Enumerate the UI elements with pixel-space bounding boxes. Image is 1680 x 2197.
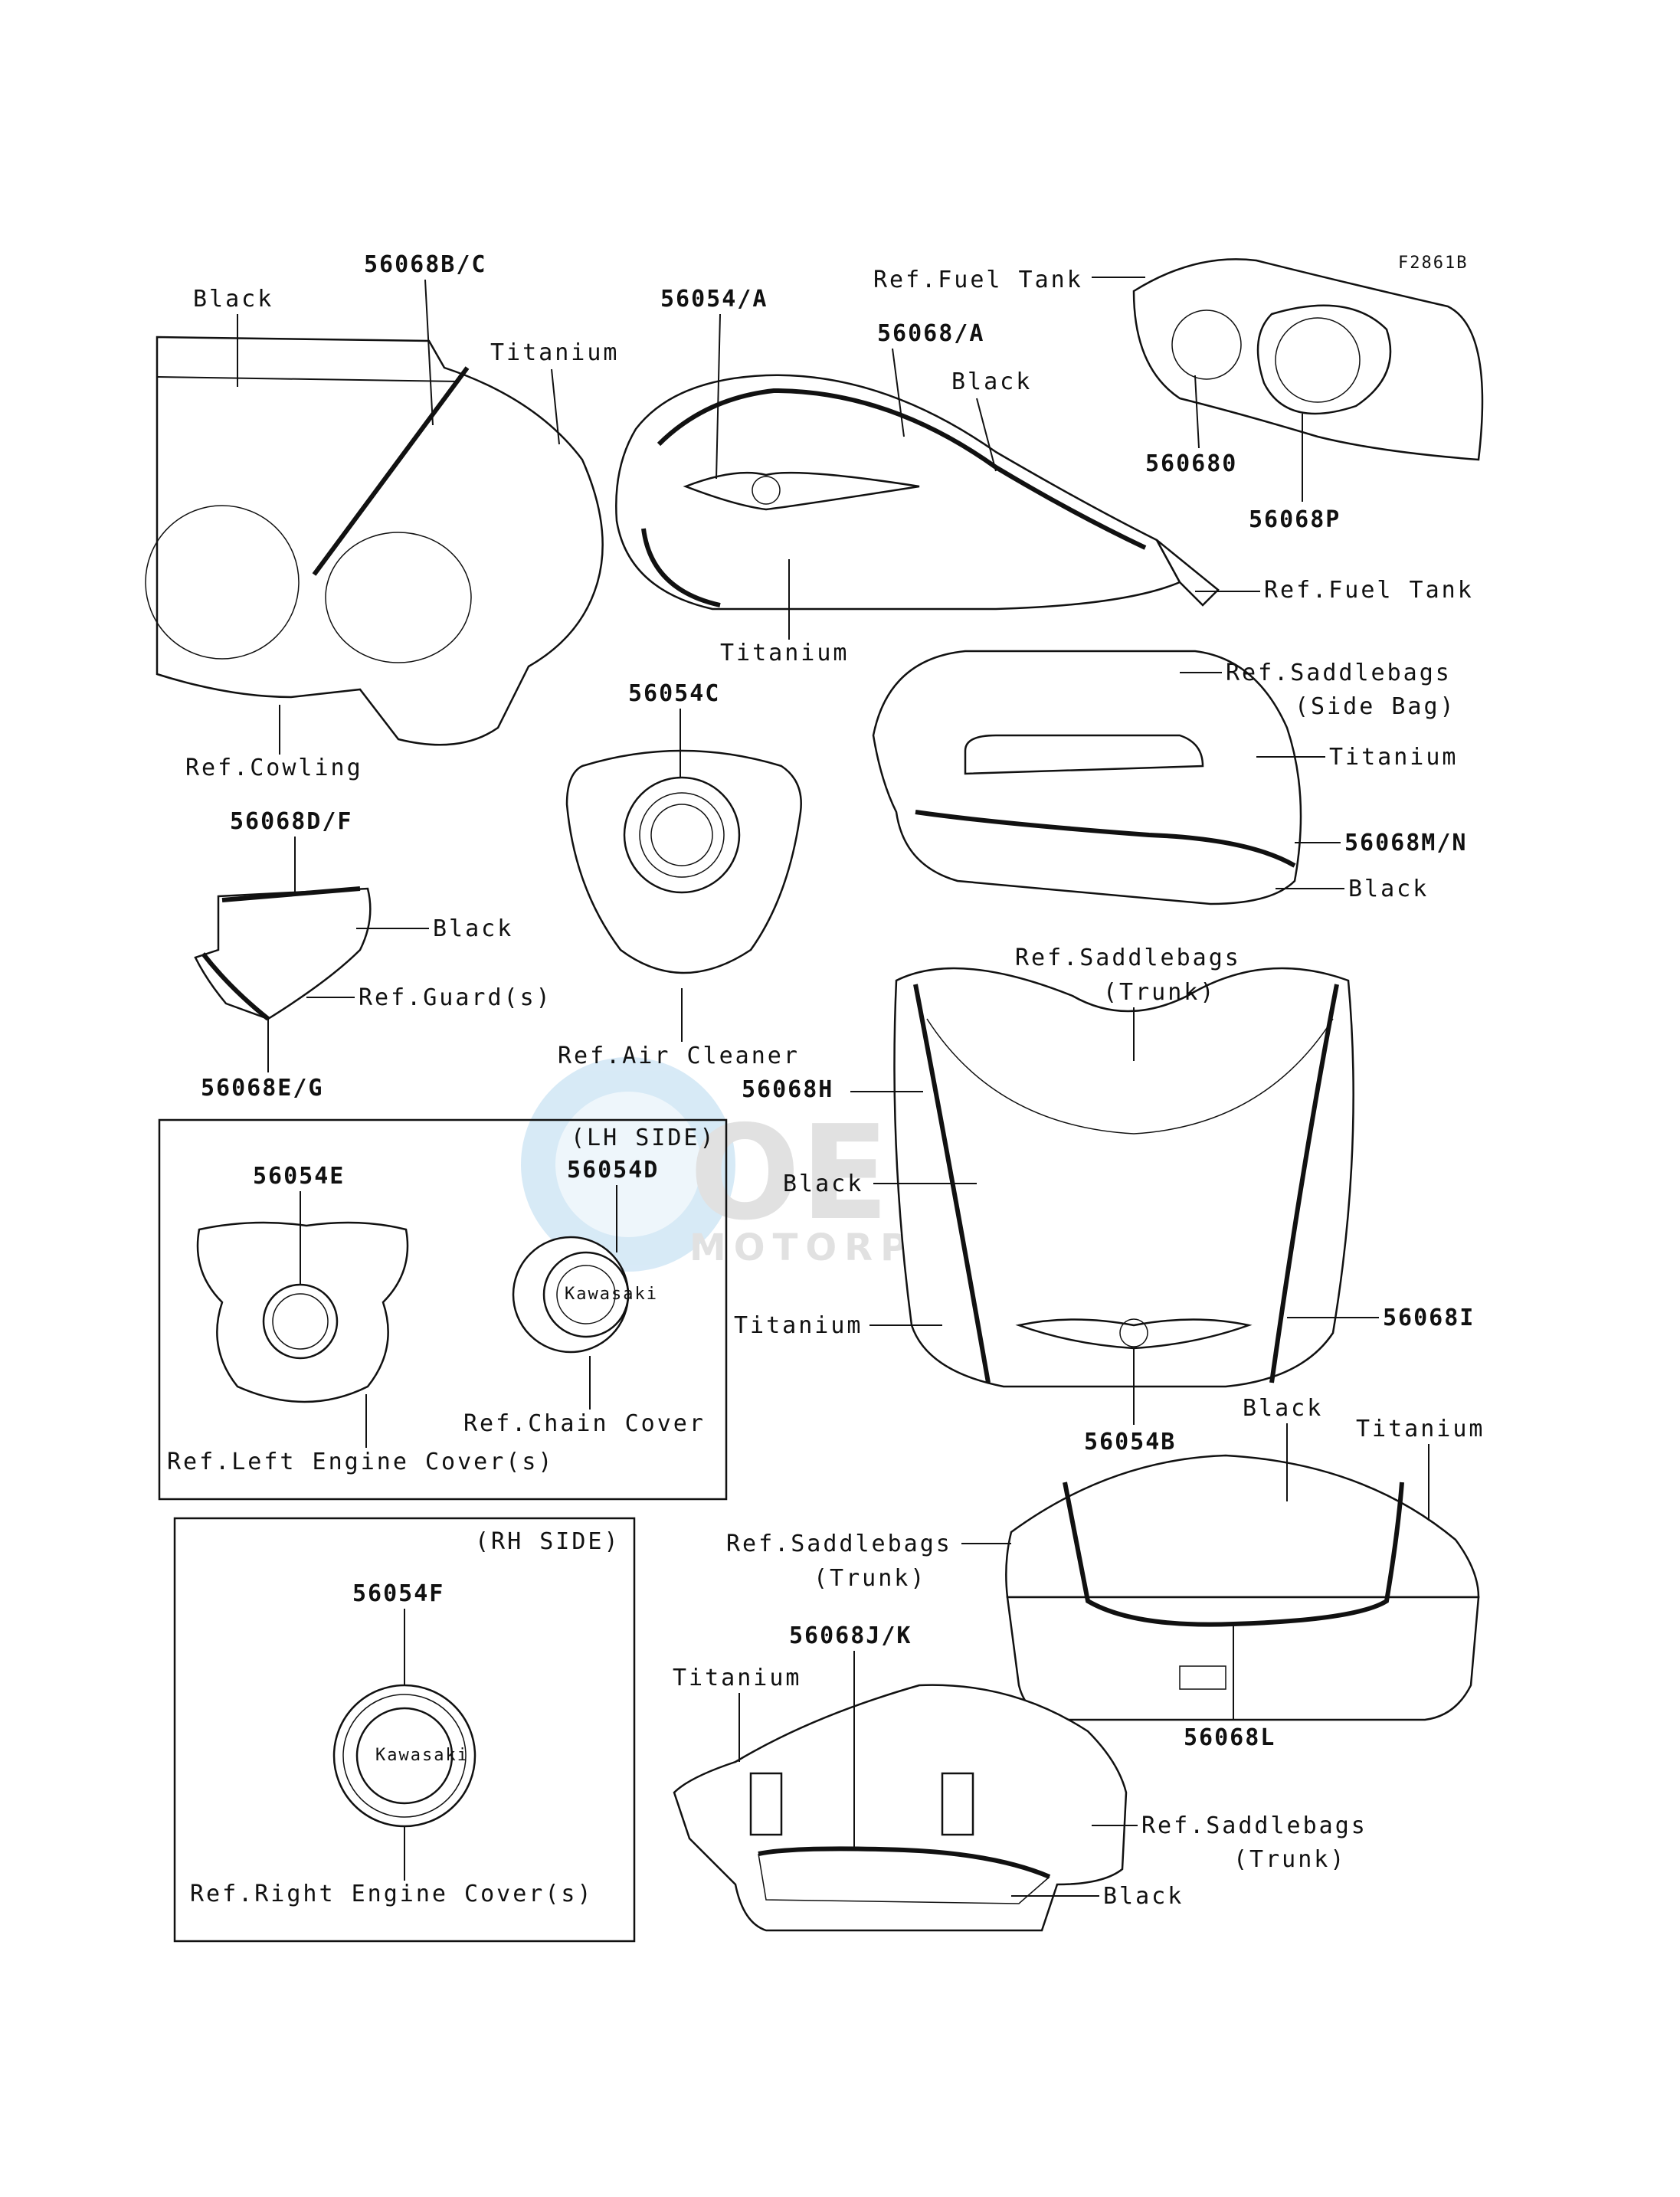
label-lh-part-d: 56054D <box>567 1157 659 1184</box>
label-guard-part-top: 56068D/F <box>230 808 353 835</box>
label-lid-black: Black <box>1243 1395 1323 1422</box>
label-fuel-part-p: 56068P <box>1249 506 1341 533</box>
saddlebag-side-group: Ref.Saddlebags (Side Bag) Titanium 56068… <box>872 650 1468 905</box>
label-lid-ref-2: (Trunk) <box>814 1565 926 1592</box>
emblem-rh: Kawasaki <box>375 1746 469 1765</box>
label-ref-fuel-tank-top: Ref.Fuel Tank <box>873 267 1083 293</box>
label-box-black: Black <box>1103 1883 1184 1910</box>
label-trunk-ref-2: (Trunk) <box>1103 979 1216 1006</box>
label-saddle-part: 56068M/N <box>1344 830 1468 856</box>
air-cleaner-group: 56054C Ref.Air Cleaner <box>558 680 802 1069</box>
label-ref-right-engine: Ref.Right Engine Cover(s) <box>190 1881 594 1907</box>
label-box-titanium: Titanium <box>673 1665 802 1691</box>
label-saddle-titanium: Titanium <box>1329 744 1459 771</box>
label-guard-part-bottom: 56068E/G <box>201 1075 324 1102</box>
label-tank-part-b: 56068/A <box>877 320 984 347</box>
label-rh-side: (RH SIDE) <box>475 1528 621 1555</box>
label-ref-air-cleaner: Ref.Air Cleaner <box>558 1043 800 1069</box>
label-box-ref-1: Ref.Saddlebags <box>1141 1812 1367 1839</box>
label-ref-left-engine: Ref.Left Engine Cover(s) <box>167 1449 554 1475</box>
label-saddle-ref-1: Ref.Saddlebags <box>1226 660 1452 686</box>
label-tank-black: Black <box>951 368 1032 395</box>
label-cowl-part: 56068B/C <box>364 251 487 278</box>
figure-code: F2861B <box>1398 254 1468 273</box>
label-air-part: 56054C <box>628 680 720 707</box>
lh-side-box: Kawasaki (LH SIDE) 56054D 56054E Ref.Cha… <box>158 1118 728 1501</box>
label-trunk-part-h: 56068H <box>742 1076 833 1103</box>
label-tank-part-a: 56054/A <box>660 286 768 313</box>
trunk-box-group: 56068J/K Titanium Ref.Saddlebags (Trunk)… <box>673 1622 1367 1932</box>
trunk-front-group: Ref.Saddlebags (Trunk) 56068H Black Tita… <box>734 945 1475 1455</box>
label-cowl-black: Black <box>193 286 273 313</box>
cowling-group: Black 56068B/C Titanium Ref.Cowling <box>145 251 620 781</box>
label-trunk-part-i: 56068I <box>1383 1305 1475 1331</box>
label-saddle-black: Black <box>1348 876 1429 902</box>
emblem-lh: Kawasaki <box>565 1285 658 1304</box>
label-trunk-titanium: Titanium <box>734 1312 863 1339</box>
label-saddle-ref-2: (Side Bag) <box>1295 693 1456 720</box>
label-lh-side: (LH SIDE) <box>571 1125 716 1151</box>
label-ref-guard: Ref.Guard(s) <box>359 984 552 1011</box>
fuel-tank-top-group: Ref.Fuel Tank 560680 56068P <box>873 258 1484 533</box>
trunk-lid-group: Black Titanium Ref.Saddlebags (Trunk) 56… <box>726 1395 1485 1751</box>
label-rh-part-f: 56054F <box>352 1580 444 1607</box>
fuel-tank-group: 56054/A 56068/A Black Titanium Ref.Fuel … <box>615 286 1474 666</box>
label-trunk-part-b: 56054B <box>1084 1429 1176 1455</box>
label-ref-fuel-tank-side: Ref.Fuel Tank <box>1264 577 1474 604</box>
label-trunk-black: Black <box>783 1171 863 1197</box>
label-box-part: 56068J/K <box>789 1622 912 1649</box>
label-lid-titanium: Titanium <box>1356 1416 1485 1442</box>
label-guard-black: Black <box>433 915 513 942</box>
label-trunk-ref-1: Ref.Saddlebags <box>1015 945 1241 971</box>
label-lid-part: 56068L <box>1184 1724 1276 1751</box>
label-cowl-titanium: Titanium <box>490 339 620 366</box>
label-tank-titanium: Titanium <box>720 640 850 666</box>
label-lh-part-e: 56054E <box>253 1163 345 1190</box>
guard-group: 56068D/F Black Ref.Guard(s) 56068E/G <box>194 808 552 1102</box>
label-lid-ref-1: Ref.Saddlebags <box>726 1531 952 1557</box>
label-ref-cowling: Ref.Cowling <box>185 755 363 781</box>
rh-side-box: Kawasaki (RH SIDE) 56054F Ref.Right Engi… <box>173 1517 636 1943</box>
label-box-ref-2: (Trunk) <box>1233 1846 1346 1873</box>
label-fuel-part-o: 560680 <box>1145 450 1237 477</box>
label-ref-chain-cover: Ref.Chain Cover <box>463 1410 706 1437</box>
